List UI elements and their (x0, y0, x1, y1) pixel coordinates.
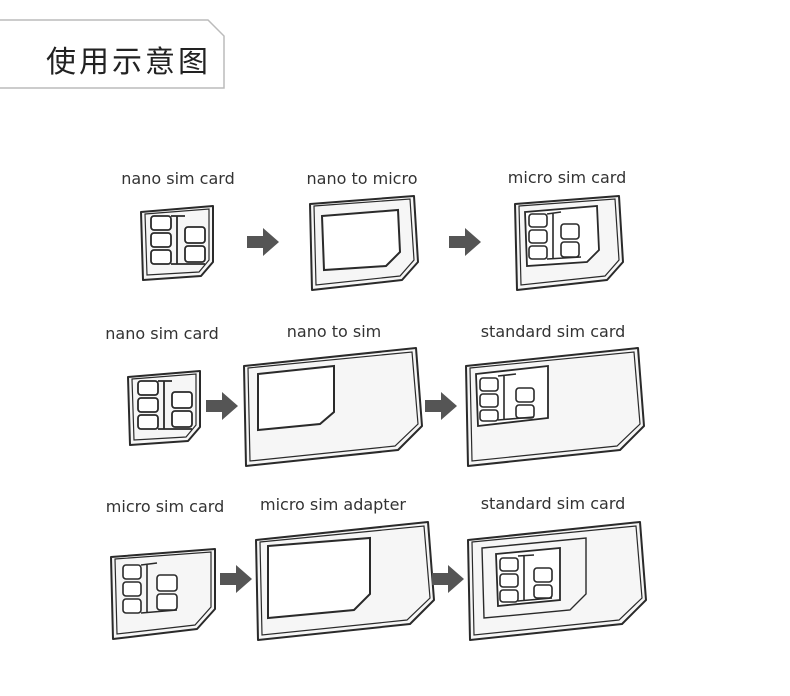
nano-to-sim-adapter-icon (243, 347, 423, 467)
right-arrow-icon (206, 392, 238, 420)
right-arrow-icon (425, 392, 457, 420)
standard-sim-card-icon (467, 521, 647, 641)
page-title: 使用示意图 (46, 45, 211, 80)
right-arrow-icon (247, 228, 279, 256)
label-micro-sim-adapter: micro sim adapter (260, 495, 406, 514)
label-nano-sim-card-2: nano sim card (105, 324, 219, 343)
nano-sim-card-icon (140, 205, 214, 281)
title-tab-frame (0, 19, 225, 89)
micro-sim-card-icon (514, 195, 624, 291)
right-arrow-icon (449, 228, 481, 256)
standard-sim-card-icon (465, 347, 645, 467)
right-arrow-icon (220, 565, 252, 593)
label-nano-to-micro: nano to micro (306, 169, 418, 188)
right-arrow-icon (432, 565, 464, 593)
label-micro-sim-card-2: micro sim card (105, 497, 225, 516)
micro-sim-card-icon (110, 548, 216, 640)
label-standard-sim-card-1: standard sim card (480, 322, 626, 341)
label-nano-sim-card-1: nano sim card (121, 169, 235, 188)
label-nano-to-sim: nano to sim (286, 322, 382, 341)
micro-sim-adapter-icon (255, 521, 435, 641)
label-micro-sim-card-1: micro sim card (507, 168, 627, 187)
nano-to-micro-adapter-icon (309, 195, 419, 291)
label-standard-sim-card-2: standard sim card (480, 494, 626, 513)
nano-sim-card-icon (127, 370, 201, 446)
